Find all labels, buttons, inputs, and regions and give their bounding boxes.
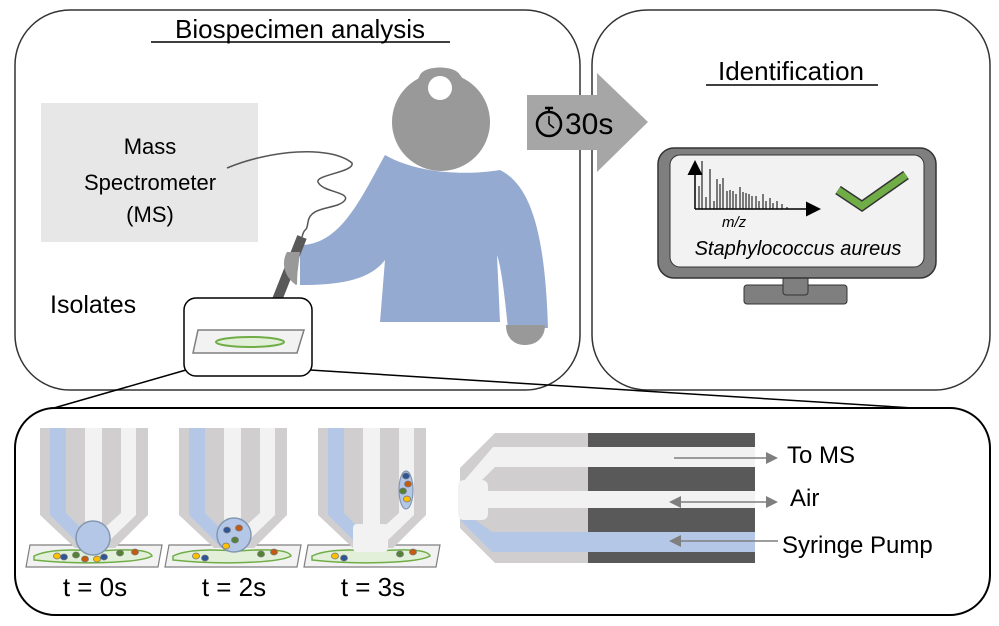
identification-panel: Identification m/z Staphylococcus aureus (591, 9, 991, 391)
cell-particle (402, 472, 410, 480)
probe-detail-panel: t = 0s t = 2s t = 3s To MS Air Syringe P… (14, 407, 991, 616)
timepoint-label-2: t = 3s (341, 572, 405, 602)
cell-particle (399, 487, 407, 495)
monitor: m/z Staphylococcus aureus (657, 147, 937, 305)
identified-species: Staphylococcus aureus (695, 238, 902, 260)
syringe-pump-label: Syringe Pump (782, 532, 933, 559)
biospecimen-title: Biospecimen analysis (175, 14, 425, 44)
ms-cable (226, 151, 353, 238)
probe-cross-section: To MS Air Syringe Pump (458, 433, 933, 563)
cell-particle (53, 552, 61, 560)
headlamp (428, 76, 452, 100)
time-arrow: 30s (527, 73, 648, 172)
cell-particle (223, 526, 231, 534)
cell-particle (235, 524, 243, 532)
probe-tip-t1 (164, 428, 302, 568)
cell-particle (409, 548, 417, 556)
cell-particle (192, 552, 200, 560)
duration-label: 30s (565, 108, 613, 141)
identification-title: Identification (718, 56, 864, 86)
cell-particle (222, 542, 230, 550)
cell-particle (331, 552, 339, 560)
cell-particle (100, 553, 108, 561)
cell-particle (116, 549, 124, 557)
cell-particle (231, 536, 239, 544)
ms-label-line3: (MS) (126, 202, 174, 227)
isolate-sample-inset (183, 297, 313, 377)
mz-axis-label: m/z (722, 214, 747, 231)
biospecimen-panel: Biospecimen analysis Mass Spectrometer (… (14, 9, 581, 391)
cell-particle (403, 495, 411, 503)
cell-particle (270, 548, 278, 556)
cell-particle (72, 551, 80, 559)
probe-tip-t0 (25, 428, 163, 568)
cell-particle (201, 554, 209, 562)
stopwatch-icon (535, 106, 563, 138)
air-label: Air (790, 485, 819, 512)
cell-particle (81, 555, 89, 563)
person-figure (286, 67, 548, 345)
isolates-label: Isolates (50, 291, 136, 319)
cell-particle (93, 555, 101, 563)
cell-particle (340, 554, 348, 562)
ms-label-line1: Mass (124, 134, 177, 159)
cell-particle (131, 548, 139, 556)
cell-particle (60, 553, 68, 561)
mass-spectrum-plot (687, 160, 821, 217)
mass-spectrometer-box: Mass Spectrometer (MS) (41, 103, 258, 242)
cell-particle (257, 550, 265, 558)
probe-tip-t2 (303, 428, 441, 568)
cell-particle (396, 550, 404, 558)
timepoint-label-0: t = 0s (63, 572, 127, 602)
cell-particle (404, 480, 412, 488)
to-ms-label: To MS (787, 442, 855, 469)
timepoint-label-1: t = 2s (202, 572, 266, 602)
ms-label-line2: Spectrometer (84, 170, 216, 195)
